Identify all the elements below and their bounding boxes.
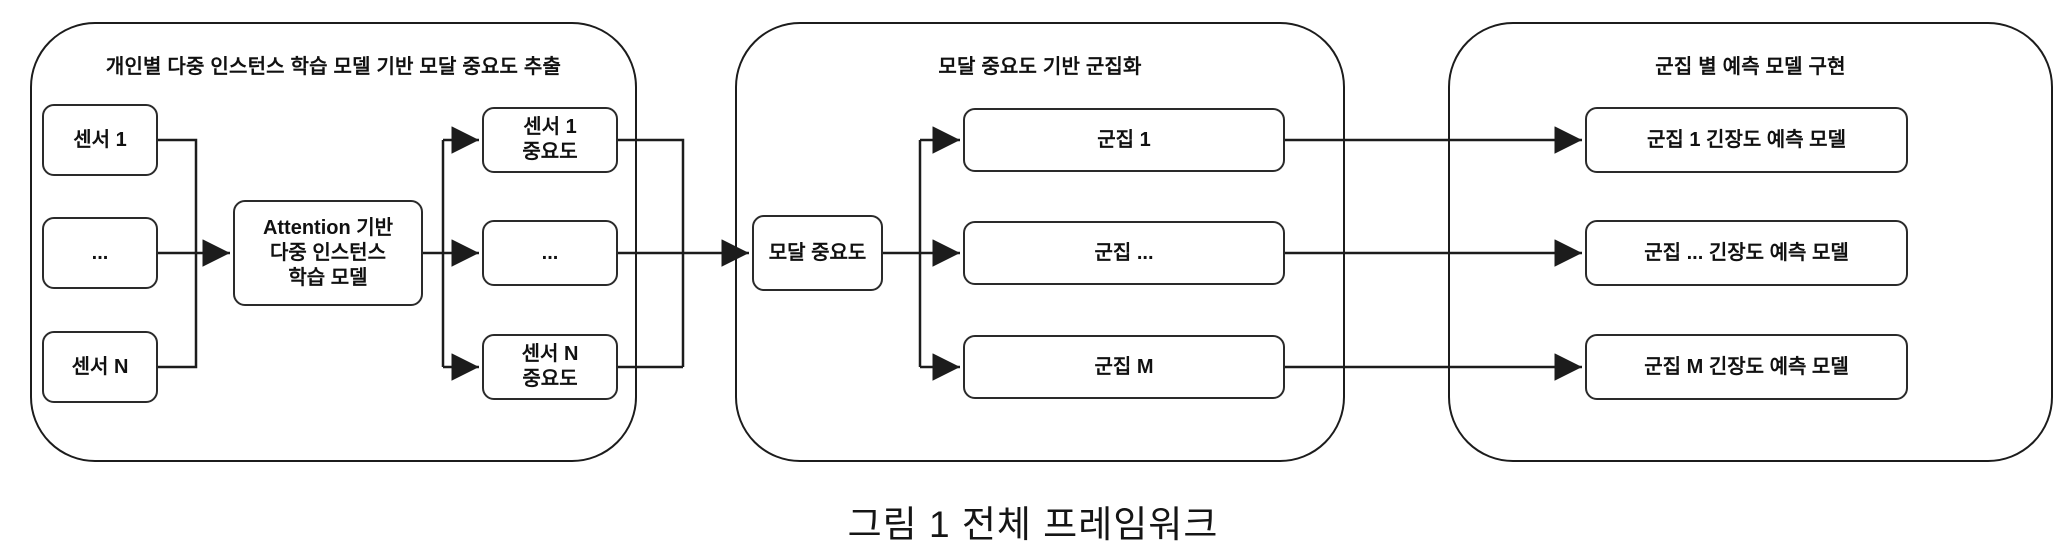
node-sensor-n: 센서 N	[42, 331, 158, 403]
panel2-title: 모달 중요도 기반 군집화	[938, 56, 1142, 78]
node-pred-model-cluster-m: 군집 M 긴장도 예측 모델	[1585, 334, 1908, 400]
panel-per-cluster-prediction-models: 군집 별 예측 모델 구현	[1448, 22, 2053, 462]
node-cluster-1: 군집 1	[963, 108, 1285, 172]
node-cluster-m: 군집 M	[963, 335, 1285, 399]
panel3-title: 군집 별 예측 모델 구현	[1655, 56, 1846, 78]
node-sensor-1: 센서 1	[42, 104, 158, 176]
node-attention-mil-model: Attention 기반 다중 인스턴스 학습 모델	[233, 200, 423, 306]
node-modal-importance: 모달 중요도	[752, 215, 883, 291]
node-importance-n: 센서 N 중요도	[482, 334, 618, 400]
node-cluster-ellipsis: 군집 ...	[963, 221, 1285, 285]
figure-caption: 그림 1 전체 프레임워크	[847, 504, 1219, 545]
panel1-title: 개인별 다중 인스턴스 학습 모델 기반 모달 중요도 추출	[105, 56, 562, 78]
node-importance-1: 센서 1 중요도	[482, 107, 618, 173]
node-pred-model-cluster-ellipsis: 군집 ... 긴장도 예측 모델	[1585, 220, 1908, 286]
node-sensor-ellipsis: ...	[42, 217, 158, 289]
node-importance-ellipsis: ...	[482, 220, 618, 286]
node-pred-model-cluster-1: 군집 1 긴장도 예측 모델	[1585, 107, 1908, 173]
